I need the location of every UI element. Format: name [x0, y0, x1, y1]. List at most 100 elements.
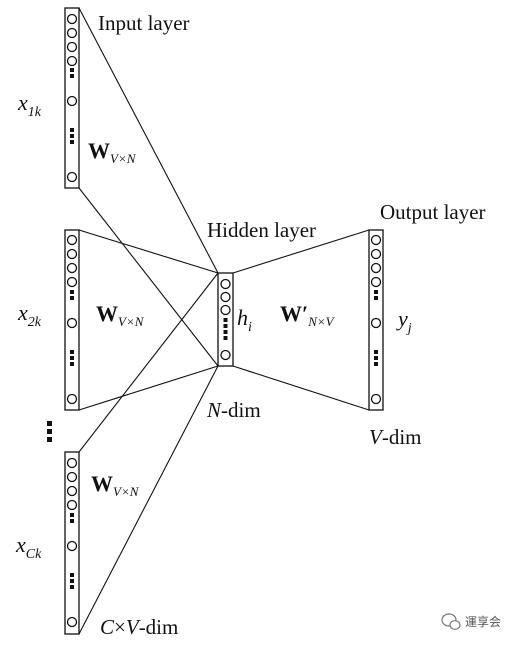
- ellipsis-dot: [70, 513, 74, 517]
- ellipsis-dot: [70, 290, 74, 294]
- input-layer-1: [64, 7, 80, 189]
- cv-dim-v: V: [126, 615, 141, 639]
- node: [66, 393, 78, 405]
- conn-input3-top-to-hidden: [78, 272, 219, 453]
- input-var-2: x2k: [17, 300, 42, 330]
- ellipsis-dot: [223, 336, 228, 340]
- input-weight-2: WV×N: [96, 301, 145, 329]
- node: [66, 317, 78, 329]
- watermark: 運享会: [441, 613, 501, 630]
- input-layer-c: [64, 451, 80, 635]
- ellipsis-dot: [70, 296, 74, 300]
- ellipsis-dot: [70, 74, 74, 78]
- output-weight-sub: N×V: [307, 314, 335, 329]
- ellipsis-dot: [70, 579, 74, 583]
- ellipsis-dot: [223, 330, 228, 334]
- node: [220, 291, 231, 303]
- input-var-c-sub: Ck: [26, 547, 42, 562]
- output-weight-symbol: W′: [280, 301, 308, 326]
- input-weight-2-symbol: W: [96, 301, 118, 326]
- output-weight: W′N×V: [280, 301, 336, 329]
- ellipsis-dot: [70, 128, 74, 132]
- node: [66, 262, 78, 274]
- input-layer-label: Input layer: [98, 11, 190, 35]
- node: [66, 27, 78, 39]
- input-var-c: xCk: [15, 532, 42, 562]
- ellipsis-dot: [374, 350, 378, 354]
- ellipsis-dot: [374, 290, 378, 294]
- node: [370, 276, 382, 288]
- ellipsis-dot: [374, 296, 378, 300]
- input-weight-1-sub: V×N: [110, 151, 137, 166]
- node: [66, 471, 78, 483]
- input-var-1-sub: 1k: [28, 105, 42, 120]
- node: [66, 540, 78, 552]
- hidden-layer: [217, 272, 234, 367]
- ellipsis-dot: [47, 421, 52, 426]
- input-var-1-symbol: x: [17, 90, 28, 115]
- cv-dim-suffix: -dim: [139, 615, 179, 639]
- input-layer-2: [64, 229, 80, 411]
- input-weight-c-symbol: W: [91, 471, 113, 496]
- output-var: yj: [396, 306, 412, 336]
- ellipsis-dot: [374, 356, 378, 360]
- node: [220, 349, 231, 361]
- ellipsis-dot: [70, 585, 74, 589]
- node: [220, 278, 231, 290]
- node: [66, 485, 78, 497]
- n-dim-text: -dim: [221, 398, 261, 422]
- input-layers-ellipsis: [47, 421, 52, 442]
- hidden-var-sub: i: [248, 320, 252, 335]
- v-dim-label: V-dim: [369, 425, 422, 449]
- ellipsis-dot: [223, 318, 228, 322]
- v-dim-var: V: [369, 425, 384, 449]
- n-dim-var: N: [206, 398, 222, 422]
- output-var-symbol: y: [396, 306, 408, 331]
- node: [66, 457, 78, 469]
- node: [370, 393, 382, 405]
- cv-dim-label: C×V-dim: [100, 615, 178, 639]
- node: [66, 171, 78, 183]
- conn-input3-bottom-to-hidden: [78, 365, 219, 635]
- node: [66, 55, 78, 67]
- ellipsis-dot: [47, 437, 52, 442]
- input-weight-1: WV×N: [88, 138, 137, 166]
- conn-hidden-top-to-output: [232, 229, 370, 274]
- output-layer-label: Output layer: [380, 200, 486, 224]
- ellipsis-dot: [70, 362, 74, 366]
- node: [220, 304, 231, 316]
- watermark-text: 運享会: [465, 614, 501, 629]
- n-dim-label: N-dim: [206, 398, 261, 422]
- input-weight-2-sub: V×N: [118, 314, 145, 329]
- cv-dim-times: ×: [114, 615, 126, 639]
- conn-input1-top-to-hidden: [78, 7, 219, 274]
- ellipsis-dot: [70, 134, 74, 138]
- ellipsis-dot: [70, 356, 74, 360]
- input-var-c-symbol: x: [15, 532, 26, 557]
- node: [370, 317, 382, 329]
- node: [370, 234, 382, 246]
- ellipsis-dot: [70, 519, 74, 523]
- conn-input2-bottom-to-hidden: [78, 365, 219, 411]
- output-layer: [368, 229, 384, 411]
- connections: [78, 7, 370, 635]
- ellipsis-dot: [223, 324, 228, 328]
- v-dim-text: -dim: [382, 425, 422, 449]
- ellipsis-dot: [374, 362, 378, 366]
- ellipsis-dot: [70, 68, 74, 72]
- node: [66, 499, 78, 511]
- hidden-var-symbol: h: [237, 305, 248, 330]
- node: [66, 13, 78, 25]
- conn-input2-top-to-hidden: [78, 229, 219, 274]
- input-var-2-sub: 2k: [28, 315, 42, 330]
- ellipsis-dot: [70, 140, 74, 144]
- node: [66, 95, 78, 107]
- hidden-var: hi: [237, 305, 252, 335]
- conn-hidden-bottom-to-output: [232, 365, 370, 411]
- ellipsis-dot: [70, 573, 74, 577]
- node: [66, 616, 78, 628]
- node: [370, 262, 382, 274]
- node: [66, 41, 78, 53]
- chat-bubble-icon: [441, 613, 461, 630]
